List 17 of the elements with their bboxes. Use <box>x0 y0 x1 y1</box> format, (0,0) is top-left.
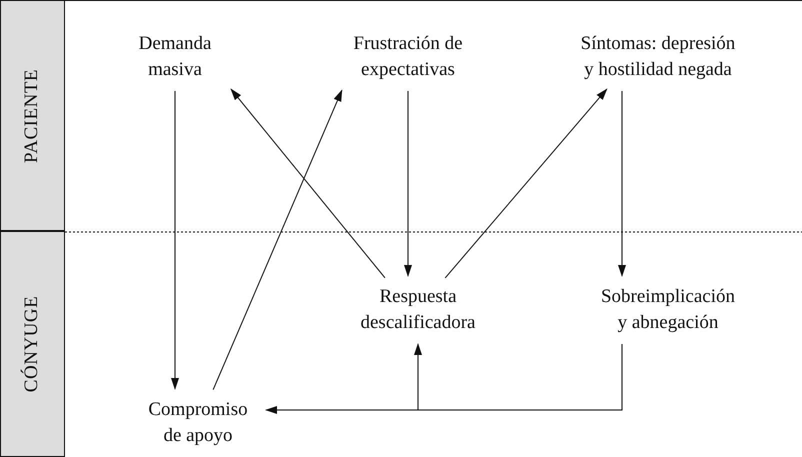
node-label: Sobreimplicación y abnegación <box>579 284 757 336</box>
node-label: Síntomas: depresión y hostilidad negada <box>560 31 756 83</box>
arrow <box>618 90 626 277</box>
arrow <box>230 88 386 278</box>
arrow <box>404 90 412 277</box>
lane-band <box>0 231 65 457</box>
node-label: Compromiso de apoyo <box>138 397 258 449</box>
node-label: Demanda masiva <box>120 31 230 83</box>
lane-label: PACIENTE <box>22 68 44 163</box>
node-label: Respuesta descalificadora <box>343 284 493 336</box>
lane-band <box>0 0 65 231</box>
lane-label: CÓNYUGE <box>22 296 44 392</box>
arrow <box>444 88 608 278</box>
arrow <box>414 343 622 410</box>
arrow <box>171 90 179 390</box>
arrow <box>212 89 342 390</box>
node-label: Frustración de expectativas <box>338 31 478 83</box>
